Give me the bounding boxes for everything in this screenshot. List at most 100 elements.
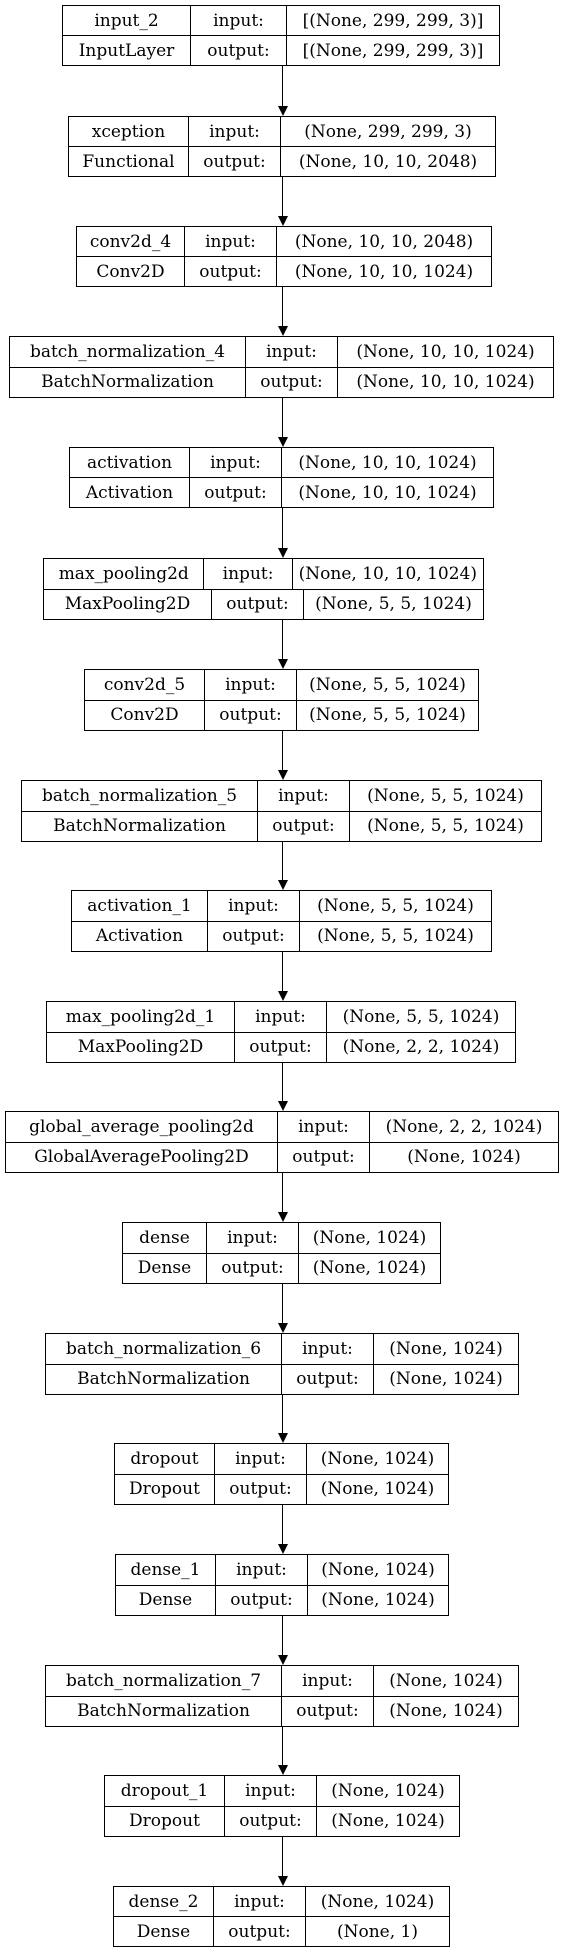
output-label: output: bbox=[235, 1032, 327, 1062]
input-shape: (None, 5, 5, 1024) bbox=[317, 895, 474, 916]
layer-name: batch_normalization_7 bbox=[46, 1666, 282, 1696]
layer-type: InputLayer bbox=[63, 36, 191, 65]
output-label: output: bbox=[205, 700, 297, 730]
arrowhead-icon bbox=[278, 659, 288, 669]
input-label: input: bbox=[214, 1887, 306, 1916]
layer-name: activation bbox=[70, 448, 190, 477]
input-label: input: bbox=[246, 337, 338, 367]
input-shape: (None, 5, 5, 1024) bbox=[367, 785, 524, 806]
output-label: output: bbox=[225, 1806, 317, 1836]
edge-connector bbox=[282, 1837, 284, 1877]
edge-connector bbox=[282, 287, 284, 327]
output-shape: (None, 5, 5, 1024) bbox=[309, 705, 466, 726]
output-shape: (None, 5, 5, 1024) bbox=[315, 594, 472, 615]
input-shape: (None, 1024) bbox=[389, 1670, 503, 1691]
layer-type: BatchNormalization bbox=[46, 1364, 282, 1394]
edge-connector bbox=[282, 842, 284, 881]
layer-type: Dropout bbox=[105, 1806, 225, 1836]
input-shape: (None, 5, 5, 1024) bbox=[309, 674, 466, 695]
layer-name: batch_normalization_5 bbox=[22, 781, 258, 811]
layer-type: Conv2D bbox=[77, 257, 185, 286]
arrowhead-icon bbox=[278, 880, 288, 890]
output-shape: (None, 10, 10, 2048) bbox=[298, 151, 478, 172]
output-shape: (None, 5, 5, 1024) bbox=[317, 926, 474, 947]
input-shape: (None, 10, 10, 2048) bbox=[294, 231, 474, 252]
output-label: output: bbox=[189, 147, 281, 176]
arrowhead-icon bbox=[278, 1433, 288, 1443]
output-shape: (None, 1024) bbox=[389, 1701, 503, 1722]
output-shape: (None, 1024) bbox=[331, 1811, 445, 1832]
output-label: output: bbox=[185, 257, 277, 286]
edge-connector bbox=[282, 398, 284, 438]
edge-connector bbox=[282, 508, 284, 549]
edge-connector bbox=[282, 1727, 284, 1766]
output-label: output: bbox=[282, 1696, 374, 1726]
layer-type: BatchNormalization bbox=[22, 811, 258, 841]
input-shape: (None, 5, 5, 1024) bbox=[342, 1006, 500, 1027]
input-label: input: bbox=[278, 1112, 370, 1142]
output-label: output: bbox=[246, 367, 338, 397]
output-label: output: bbox=[282, 1364, 374, 1394]
input-shape: (None, 1024) bbox=[331, 1780, 445, 1801]
layer-type: MaxPooling2D bbox=[44, 589, 212, 619]
output-label: output: bbox=[212, 589, 304, 619]
arrowhead-icon bbox=[278, 106, 288, 116]
edge-connector bbox=[282, 1505, 284, 1545]
input-label: input: bbox=[189, 117, 281, 146]
edge-connector bbox=[282, 66, 284, 107]
layer-type: Functional bbox=[69, 147, 189, 176]
layer-type: Dense bbox=[116, 1585, 216, 1615]
output-shape: (None, 10, 10, 1024) bbox=[294, 261, 474, 282]
input-shape: (None, 2, 2, 1024) bbox=[385, 1116, 543, 1137]
input-shape: (None, 1024) bbox=[389, 1338, 503, 1359]
layer-name: max_pooling2d_1 bbox=[47, 1002, 235, 1032]
arrowhead-icon bbox=[278, 1544, 288, 1554]
arrowhead-icon bbox=[278, 216, 288, 226]
input-label: input: bbox=[205, 670, 297, 700]
edge-connector bbox=[282, 620, 284, 660]
arrowhead-icon bbox=[278, 1876, 288, 1886]
output-shape: (None, 2, 2, 1024) bbox=[342, 1037, 500, 1058]
layer-name: conv2d_4 bbox=[77, 227, 185, 256]
layer-name: conv2d_5 bbox=[85, 670, 205, 700]
input-label: input: bbox=[191, 6, 287, 35]
output-shape: (None, 1024) bbox=[389, 1369, 503, 1390]
input-label: input: bbox=[258, 781, 350, 811]
input-shape: (None, 1024) bbox=[321, 1559, 435, 1580]
layer-name: global_average_pooling2d bbox=[6, 1112, 278, 1142]
input-label: input: bbox=[185, 227, 277, 256]
